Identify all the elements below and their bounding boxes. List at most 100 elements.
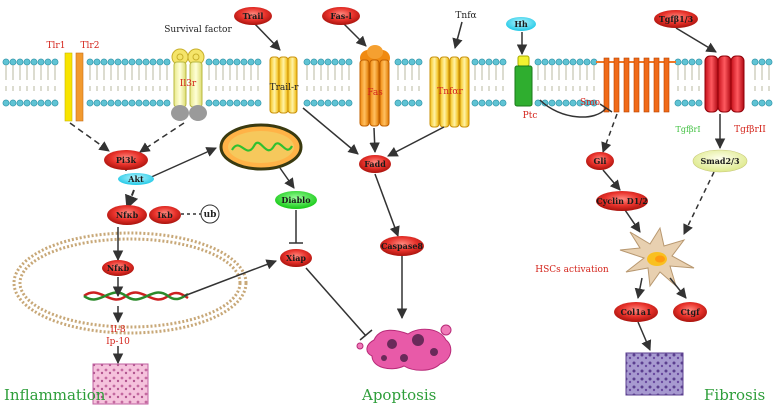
lipid-head (23, 58, 31, 66)
lipid-head (51, 99, 59, 107)
lipid-head (254, 58, 262, 66)
akt-label: Akt (127, 174, 144, 184)
ip10-label: Ip-10 (106, 337, 130, 347)
il3r-label: Il3r (180, 79, 197, 89)
edge-mito-diablo (279, 167, 295, 189)
survival-factor-label: Survival factor (164, 25, 232, 35)
edge-akt-nfkb (125, 189, 139, 210)
hh-node (506, 17, 536, 31)
lipid-head (485, 58, 493, 66)
lipid-head (142, 99, 150, 107)
ptc-label: Ptc (523, 111, 538, 121)
mitochondrion (219, 123, 303, 171)
tlr1-receptor (64, 52, 73, 122)
edge-dna-xiap (183, 259, 277, 297)
xiap-label: Xiap (286, 253, 306, 263)
lipid-head (394, 99, 402, 107)
lipid-head (51, 58, 59, 66)
lipid-head (695, 58, 703, 66)
lipid-head (37, 58, 45, 66)
diablo-node (275, 191, 317, 209)
lipid-head (758, 58, 766, 66)
hsc-label: HSCs activation (535, 265, 609, 275)
lipid-head (44, 58, 52, 66)
tnfa-label: Tnfα (455, 11, 476, 21)
tlr2-receptor (75, 52, 84, 122)
lipid-head (2, 99, 10, 107)
lipid-head (2, 58, 10, 66)
lipid-head (345, 58, 353, 66)
edge-fadd-caspase (374, 173, 400, 237)
lipid-head (576, 99, 584, 107)
lipid-head (548, 99, 556, 107)
lipid-head (156, 99, 164, 107)
hh-label: Hh (514, 19, 528, 29)
cell-membrane (2, 58, 773, 107)
caspase8-node (380, 236, 424, 256)
lipid-head (401, 58, 409, 66)
apoptosis-label: Apoptosis (361, 386, 436, 404)
ctgf-node (673, 302, 707, 322)
lipid-head (688, 99, 696, 107)
diablo-label: Diablo (281, 195, 311, 205)
lipid-head (135, 58, 143, 66)
lipid-head (562, 99, 570, 107)
lipid-head (688, 58, 696, 66)
il3r-receptor (171, 48, 207, 121)
nfkb-label: Nfκb (116, 210, 139, 220)
lipid-head (149, 99, 157, 107)
nfkb-node (107, 205, 147, 225)
lipid-head (212, 58, 220, 66)
trail-label: Trail (243, 11, 264, 21)
lipid-head (128, 99, 136, 107)
lipid-head (576, 58, 584, 66)
lipid-head (492, 58, 500, 66)
edge-hsc-col1a1 (634, 277, 646, 300)
tgfb-receptor (704, 55, 745, 113)
lipid-head (205, 58, 213, 66)
lipid-head (415, 99, 423, 107)
edge-col1a1-tissue (637, 321, 652, 351)
lipid-head (86, 58, 94, 66)
lipid-head (205, 99, 213, 107)
lipid-head (681, 58, 689, 66)
edge-il3r-pi3k (139, 122, 185, 153)
lipid-head (240, 58, 248, 66)
lipid-head (492, 99, 500, 107)
lipid-head (765, 58, 773, 66)
lipid-head (674, 99, 682, 107)
nfkb-nuclear-node (102, 260, 134, 276)
fasl-node (322, 7, 360, 25)
smo-label: Smo (580, 98, 600, 108)
nfkb-nuclear-label: Nfκb (107, 263, 130, 273)
lipid-head (233, 99, 241, 107)
lipid-head (751, 99, 759, 107)
smo-receptor (596, 57, 676, 113)
lipid-head (338, 99, 346, 107)
lipid-head (163, 58, 171, 66)
lipid-head (121, 58, 129, 66)
lipid-head (219, 99, 227, 107)
lipid-head (555, 99, 563, 107)
lipid-head (583, 99, 591, 107)
lipid-head (303, 99, 311, 107)
lipid-head (107, 58, 115, 66)
edge-tgfb-receptor (675, 27, 717, 53)
col1a1-label: Col1a1 (620, 307, 651, 317)
lipid-head (345, 99, 353, 107)
inflammation-tissue-image (92, 363, 149, 405)
col1a1-node (614, 302, 658, 322)
lipid-head (499, 99, 507, 107)
lipid-head (310, 58, 318, 66)
lipid-head (765, 99, 773, 107)
lipid-head (324, 99, 332, 107)
lipid-head (401, 99, 409, 107)
lipid-head (128, 58, 136, 66)
lipid-head (93, 99, 101, 107)
lipid-head (30, 58, 38, 66)
tee-ptc-smo (599, 103, 613, 113)
edge-ptc-smo (539, 99, 607, 118)
apoptotic-cells (356, 324, 452, 371)
